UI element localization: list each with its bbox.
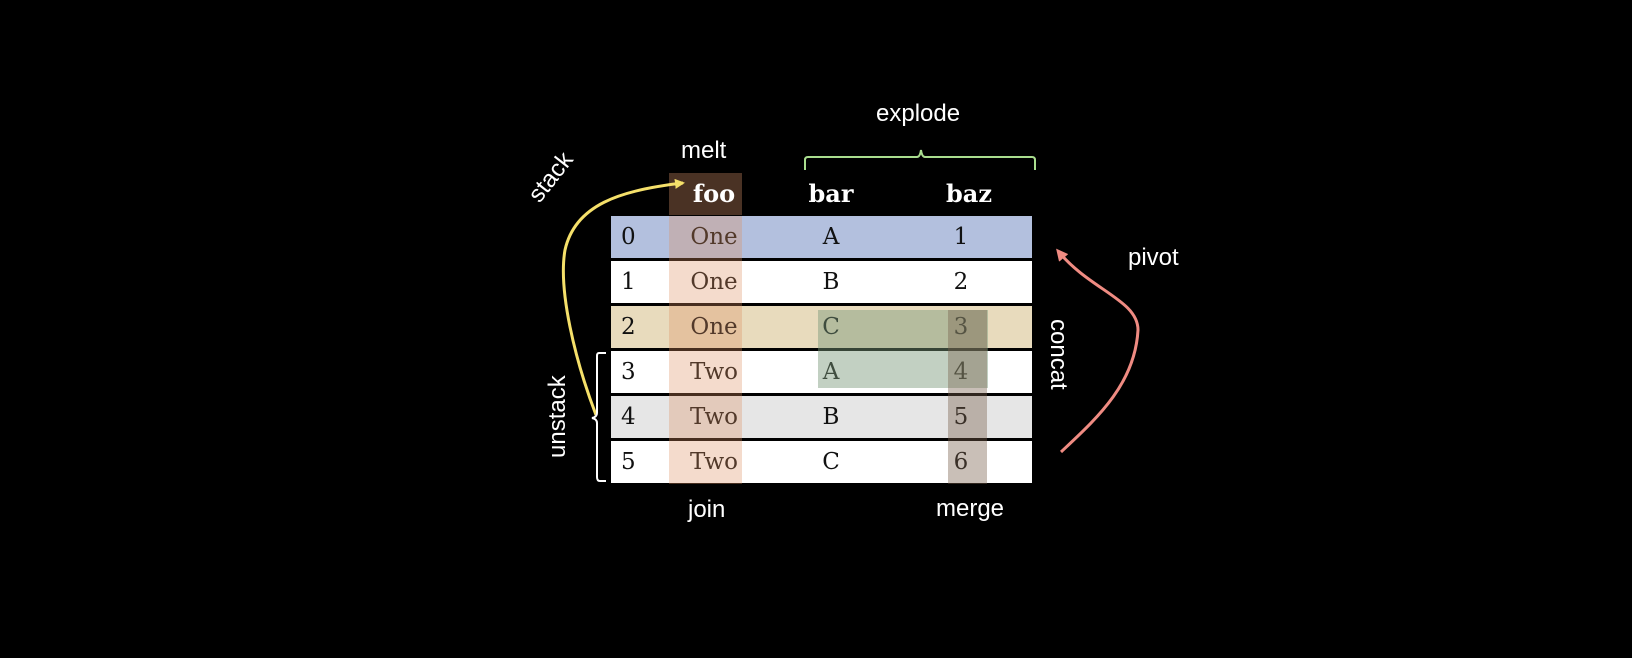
cell-bar: A	[822, 359, 840, 385]
cell-bar: B	[822, 404, 840, 430]
header-bar: bar	[808, 179, 854, 208]
explode-cells-highlight	[818, 310, 988, 388]
cell-bar: C	[822, 314, 840, 340]
label-concat: concat	[1045, 319, 1072, 390]
cell-foo: Two	[689, 359, 739, 385]
cell-foo: One	[690, 314, 738, 340]
table-row: 0 One A 1	[611, 216, 1032, 258]
label-merge: merge	[936, 495, 1005, 522]
row-index: 3	[621, 359, 636, 385]
melt-join-column-highlight	[669, 216, 742, 484]
label-join: join	[688, 496, 726, 523]
label-melt: melt	[681, 137, 727, 164]
table-row: 4 Two B 5	[611, 396, 1032, 438]
row-index: 1	[621, 269, 636, 295]
row-index: 0	[621, 224, 636, 250]
table-row: 5 Two C 6	[611, 441, 1032, 483]
label-explode: explode	[876, 100, 961, 127]
cell-bar: A	[822, 224, 840, 250]
label-pivot: pivot	[1128, 244, 1179, 271]
cell-baz: 2	[953, 269, 969, 295]
cell-bar: B	[822, 269, 840, 295]
explode-brace	[804, 149, 1036, 170]
pivot-arrow	[1056, 248, 1140, 454]
cell-foo: Two	[689, 404, 739, 430]
label-unstack: unstack	[544, 375, 571, 458]
cell-baz: 1	[953, 224, 969, 250]
cell-baz: 5	[953, 404, 969, 430]
row-index: 4	[621, 404, 636, 430]
cell-foo: Two	[689, 449, 739, 475]
unstack-bracket	[591, 352, 606, 482]
cell-baz: 4	[953, 359, 969, 385]
cell-foo: One	[690, 269, 738, 295]
cell-foo: One	[690, 224, 738, 250]
header-baz: baz	[946, 179, 992, 208]
table-row: 1 One B 2	[611, 261, 1032, 303]
table-row: 2 One C 3	[611, 306, 1032, 348]
stack-arrow	[561, 178, 685, 416]
cell-baz: 6	[953, 449, 969, 475]
row-index: 2	[621, 314, 636, 340]
cell-baz: 3	[953, 314, 969, 340]
merge-column-highlight	[948, 310, 987, 484]
row-index: 5	[621, 449, 636, 475]
header-foo: foo	[692, 179, 736, 208]
table-row: 3 Two A 4	[611, 351, 1032, 393]
cell-bar: C	[822, 449, 840, 475]
